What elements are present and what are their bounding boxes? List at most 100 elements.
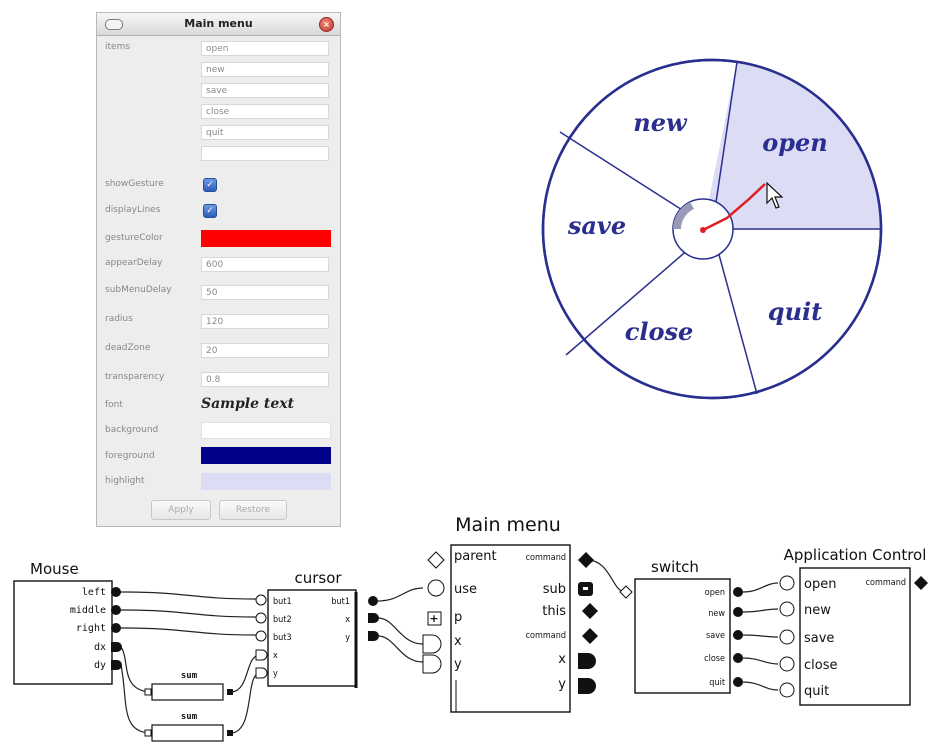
input-port[interactable] [144,688,152,696]
switch-title: switch [651,558,699,576]
highlight-swatch[interactable] [201,473,331,490]
mouse-title: Mouse [30,560,79,578]
label-radius: radius [105,314,133,324]
mouse-pointer-icon [766,181,784,209]
switch-block[interactable]: switch open new save close quit [619,558,743,694]
pie-item-new[interactable]: new [633,108,688,137]
output-port[interactable] [227,689,233,695]
output-port[interactable] [733,630,743,640]
plus-icon: + [429,612,438,625]
item-field-4[interactable]: close [201,104,329,119]
collapse-button[interactable] [105,19,123,30]
output-port[interactable] [582,628,598,644]
output-port[interactable] [578,653,596,669]
main-menu-out-this: this [542,604,566,619]
input-port[interactable] [427,579,445,597]
input-port[interactable] [427,551,445,569]
main-menu-out-command: command [526,553,566,563]
main-menu-out-sub: sub [543,582,566,597]
input-port[interactable] [422,654,442,674]
pie-item-open[interactable]: open [762,128,828,157]
submenudelay-field[interactable]: 50 [201,285,329,300]
showgesture-checkbox[interactable]: ✓ [203,178,217,192]
output-port[interactable] [578,552,594,568]
foreground-swatch[interactable] [201,447,331,464]
app-in-close: close [804,658,837,673]
item-field-2[interactable]: new [201,62,329,77]
switch-out-quit: quit [709,678,725,688]
sum-block-2[interactable]: sum [144,712,233,742]
output-port[interactable] [368,631,379,641]
mouse-out-right: right [76,623,106,634]
output-port[interactable] [733,607,743,617]
main-menu-out-command-2: command [526,631,566,641]
input-port[interactable] [255,667,268,679]
cursor-out-but1: but1 [331,597,350,607]
pie-item-close[interactable]: close [625,317,694,346]
output-port[interactable] [733,677,743,687]
input-port[interactable] [255,612,267,624]
pie-item-save[interactable]: save [567,211,626,240]
item-field-1[interactable]: open [201,41,329,56]
output-port[interactable] [368,596,378,606]
label-gesturecolor: gestureColor [105,233,163,243]
pie-divider [711,61,738,230]
cursor-block[interactable]: cursor but1 but2 but3 x y but1 x y [255,569,379,688]
output-port[interactable] [368,613,379,623]
input-port[interactable] [779,601,795,617]
output-port[interactable] [111,623,121,633]
input-port[interactable] [779,575,795,591]
input-port[interactable] [144,729,152,737]
output-port[interactable] [111,605,121,615]
output-port[interactable] [578,678,596,694]
input-port[interactable] [779,629,795,645]
window-titlebar: Main menu × [97,13,340,36]
input-port[interactable] [422,634,442,654]
input-port[interactable] [779,682,795,698]
output-port[interactable] [111,642,122,652]
cursor-title: cursor [294,569,342,587]
item-field-6[interactable] [201,146,329,161]
output-port[interactable] [227,730,233,736]
transparency-field[interactable]: 0.8 [201,372,329,387]
radius-field[interactable]: 120 [201,314,329,329]
output-port[interactable] [582,603,598,619]
input-port[interactable] [255,630,267,642]
input-port[interactable] [255,649,268,661]
application-control-block[interactable]: Application Control open new save close … [779,546,928,706]
app-in-new: new [804,603,831,618]
app-out-command: command [866,578,906,588]
sum-block-1[interactable]: sum [144,671,233,701]
output-port[interactable] [111,587,121,597]
restore-button[interactable]: Restore [219,500,287,520]
output-port[interactable] [733,587,743,597]
output-port[interactable] [733,653,743,663]
pie-border [541,58,883,400]
input-port[interactable] [779,656,795,672]
cursor-out-x: x [345,615,350,625]
switch-out-new: new [708,609,725,619]
apply-button[interactable]: Apply [151,500,211,520]
item-field-5[interactable]: quit [201,125,329,140]
font-sample[interactable]: Sample text [201,396,295,412]
close-icon[interactable]: × [319,17,334,32]
background-swatch[interactable] [201,422,331,439]
main-menu-in-use: use [454,582,477,597]
input-port[interactable] [619,585,633,599]
output-port[interactable] [111,660,122,670]
gesture-trail [702,183,766,232]
main-menu-block[interactable]: Main menu + parent use p x y command sub… [422,514,598,713]
item-field-3[interactable]: save [201,83,329,98]
submenu-icon [583,587,588,590]
input-port[interactable] [255,594,267,606]
mouse-block[interactable]: Mouse left middle right dx dy [13,560,122,685]
pie-slice-open[interactable] [703,62,880,229]
appeardelay-field[interactable]: 600 [201,257,329,272]
output-port[interactable] [914,576,928,590]
pie-item-quit[interactable]: quit [768,297,822,326]
deadzone-field[interactable]: 20 [201,343,329,358]
pie-menu[interactable]: open new save close quit [520,46,890,416]
input-port[interactable] [427,611,442,626]
gesturecolor-swatch[interactable] [201,230,331,247]
displaylines-checkbox[interactable]: ✓ [203,204,217,218]
